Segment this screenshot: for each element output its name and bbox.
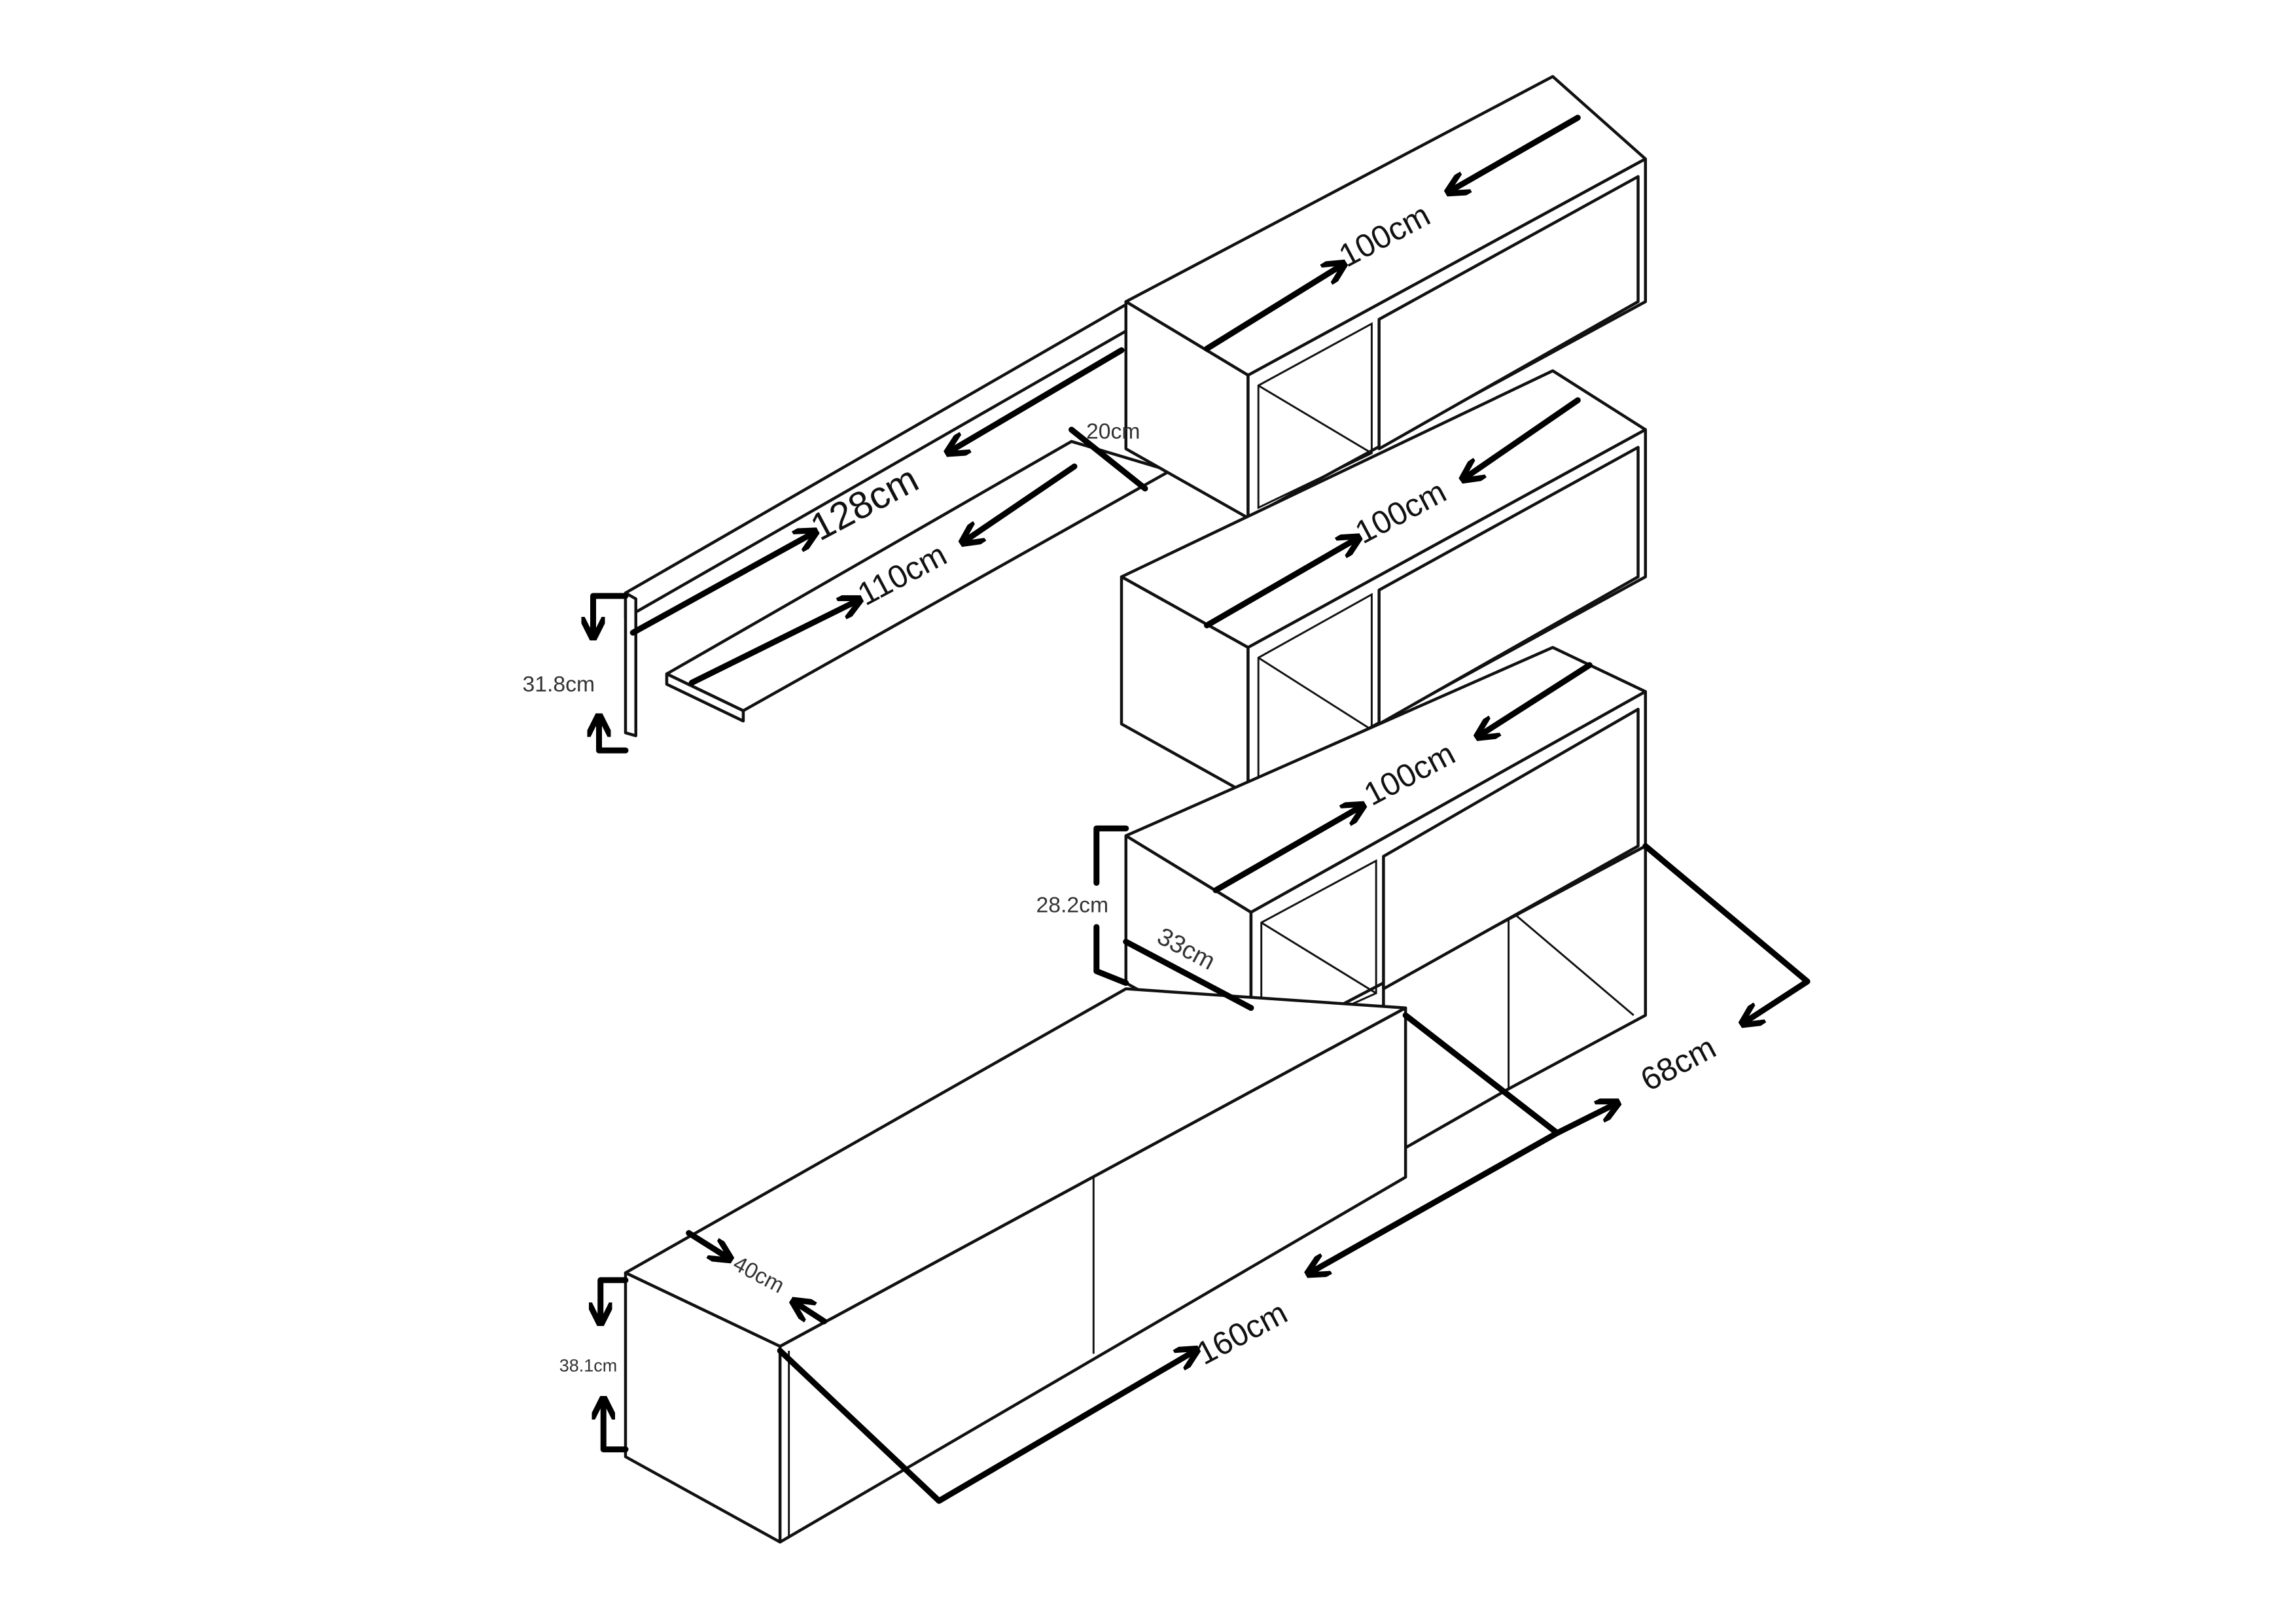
label-shelf-depth: 20cm (1086, 419, 1140, 444)
wall-panel (624, 303, 1128, 737)
middle-cabinet (1120, 369, 1648, 796)
tv-unit (624, 987, 1407, 1544)
label-cabinet-height: 28.2cm (1036, 893, 1109, 918)
dimension-lines (593, 114, 1810, 1504)
label-open-unit-width: 68cm (1635, 1029, 1722, 1098)
label-wall-panel-height: 31.8cm (523, 672, 595, 697)
label-tv-unit-height: 38.1cm (559, 1355, 618, 1375)
label-tv-unit-width: 160cm (1190, 1295, 1293, 1372)
